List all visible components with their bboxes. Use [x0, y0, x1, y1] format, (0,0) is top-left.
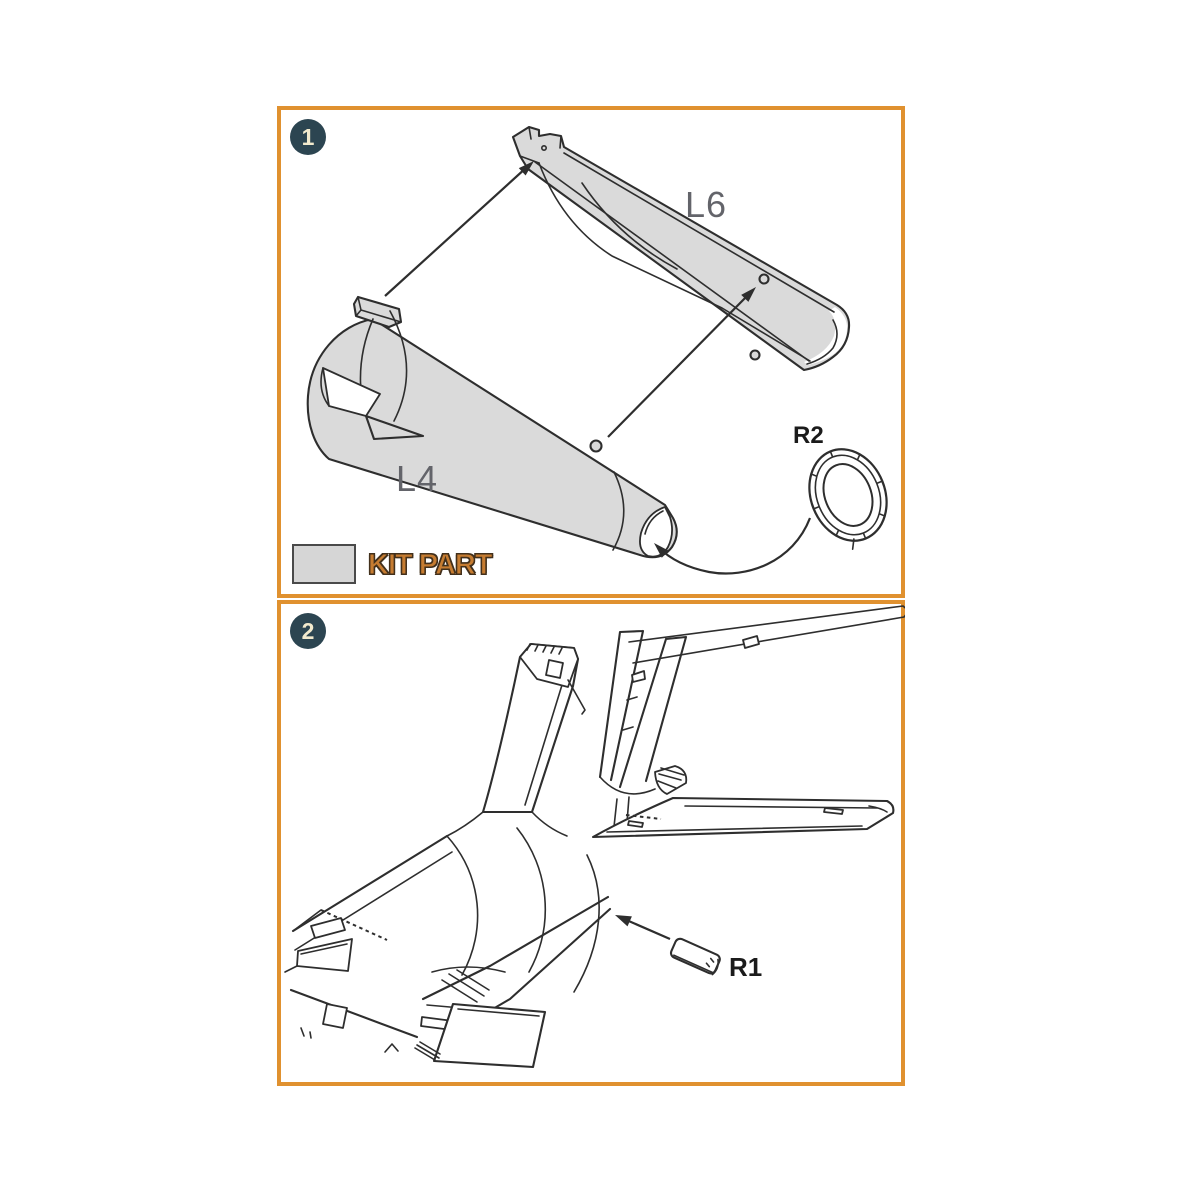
part-label-l6: L6: [685, 184, 728, 225]
kit-part-legend: KIT PART: [292, 544, 692, 588]
part-l4-drawing: [306, 295, 678, 559]
part-r1-drawing: [669, 937, 721, 976]
step-1-panel: 1 L6 L4 R2 KIT PART: [277, 106, 905, 598]
part-label-r1: R1: [729, 952, 763, 982]
assembly-arrow-tab: [384, 161, 534, 297]
part-l6-drawing: [511, 125, 851, 372]
attachment-leader-line: [654, 517, 812, 575]
step-1-badge: 1: [290, 119, 326, 155]
part-label-l4: L4: [396, 458, 439, 499]
step-2-panel: 2 R1: [277, 600, 905, 1086]
step-2-aircraft-diagram: [284, 605, 905, 1069]
aircraft-tail-drawing: [284, 605, 905, 1069]
step-2-badge: 2: [290, 613, 326, 649]
part-r2-ring-drawing: [808, 448, 888, 551]
kit-part-swatch: [292, 544, 356, 584]
assembly-arrow-pin: [607, 287, 756, 438]
step-1-assembly-diagram: [306, 125, 888, 575]
kit-part-label: KIT PART: [368, 549, 494, 582]
assembly-arrow-r1: [615, 915, 671, 941]
part-label-r2: R2: [793, 422, 824, 449]
